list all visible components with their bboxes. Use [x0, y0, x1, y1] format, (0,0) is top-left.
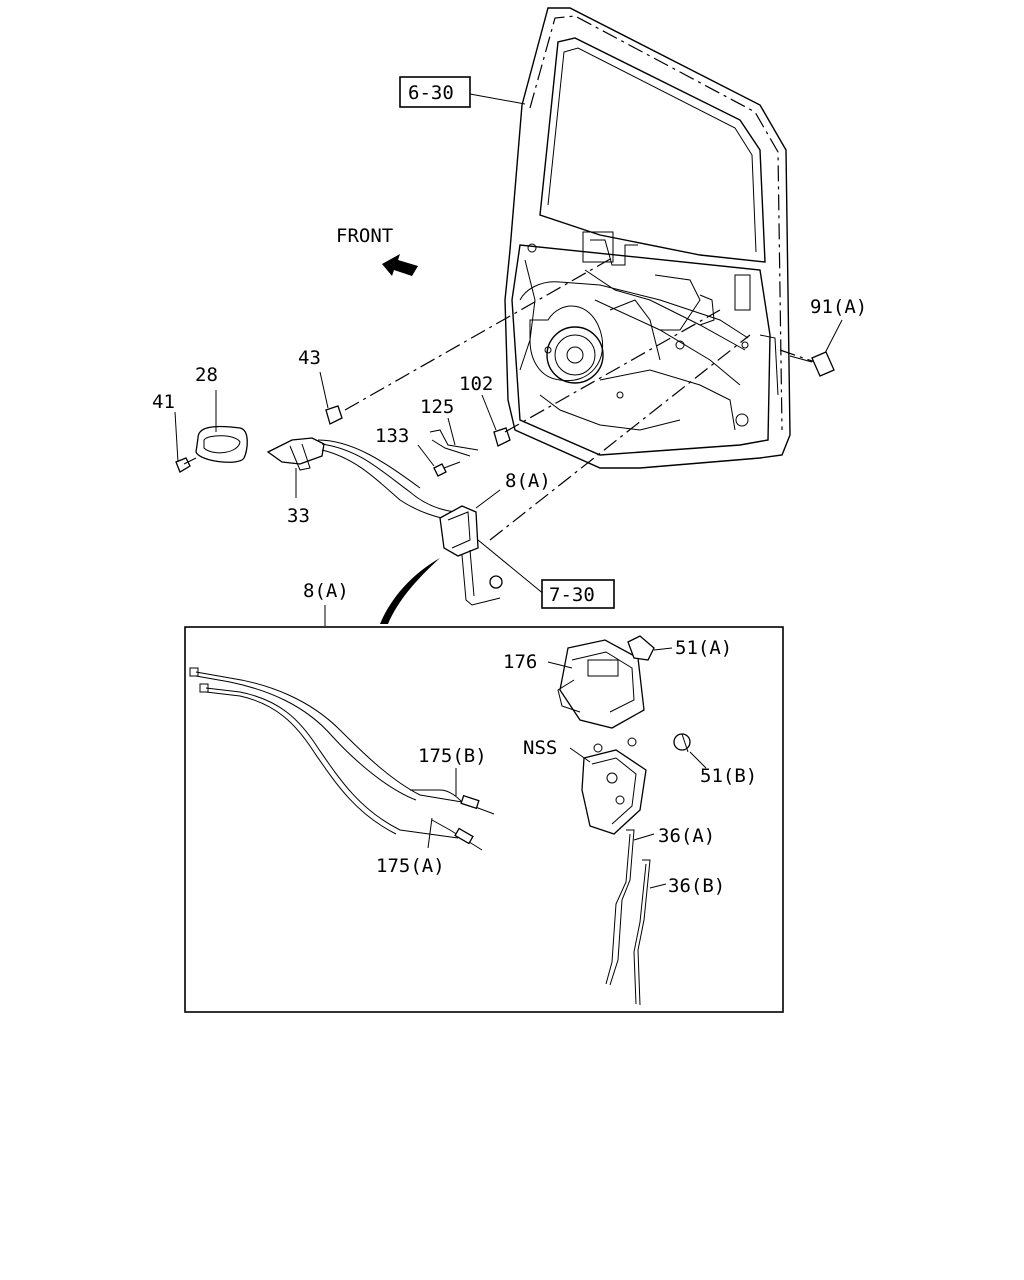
pin-51b — [673, 733, 691, 753]
front-arrow-icon — [382, 254, 418, 276]
part-125-label: 125 — [420, 396, 454, 418]
detail-arrow-icon — [380, 558, 440, 624]
part-175b-label: 175(B) — [418, 745, 487, 767]
detail-leader-lines — [427, 647, 707, 889]
part-nss-label: NSS — [523, 737, 557, 759]
front-label: FRONT — [336, 225, 393, 247]
part-8a-top-label: 8(A) — [505, 470, 551, 492]
ref-7-30-label: 7-30 — [549, 584, 595, 606]
ref-7-30-box — [541, 579, 615, 609]
part-28-label: 28 — [195, 364, 218, 386]
part-102-label: 102 — [459, 373, 493, 395]
part-51b-label: 51(B) — [700, 765, 757, 787]
part-51a-label: 51(A) — [675, 637, 732, 659]
part-41-label: 41 — [152, 391, 175, 413]
lock-actuator-176 — [557, 639, 645, 729]
leader-lines — [174, 93, 843, 626]
rods-36 — [605, 829, 651, 1006]
grommet-51a — [627, 635, 655, 661]
part-8a-detail-label: 8(A) — [303, 580, 349, 602]
part-91a-label: 91(A) — [810, 296, 867, 318]
part-133-label: 133 — [375, 425, 409, 447]
detail-cables — [189, 667, 495, 851]
part-36a-label: 36(A) — [658, 825, 715, 847]
part-176-label: 176 — [503, 651, 537, 673]
part-36b-label: 36(B) — [668, 875, 725, 897]
part-43-label: 43 — [298, 347, 321, 369]
ref-6-30-label: 6-30 — [408, 82, 454, 104]
detail-box — [184, 626, 784, 1013]
handle-assembly — [175, 405, 511, 606]
latch-nss — [581, 737, 647, 835]
part-175a-label: 175(A) — [376, 855, 445, 877]
bolt-91a — [789, 351, 835, 377]
part-33-label: 33 — [287, 505, 310, 527]
ref-6-30-box — [399, 76, 471, 108]
door-assembly — [504, 7, 791, 469]
